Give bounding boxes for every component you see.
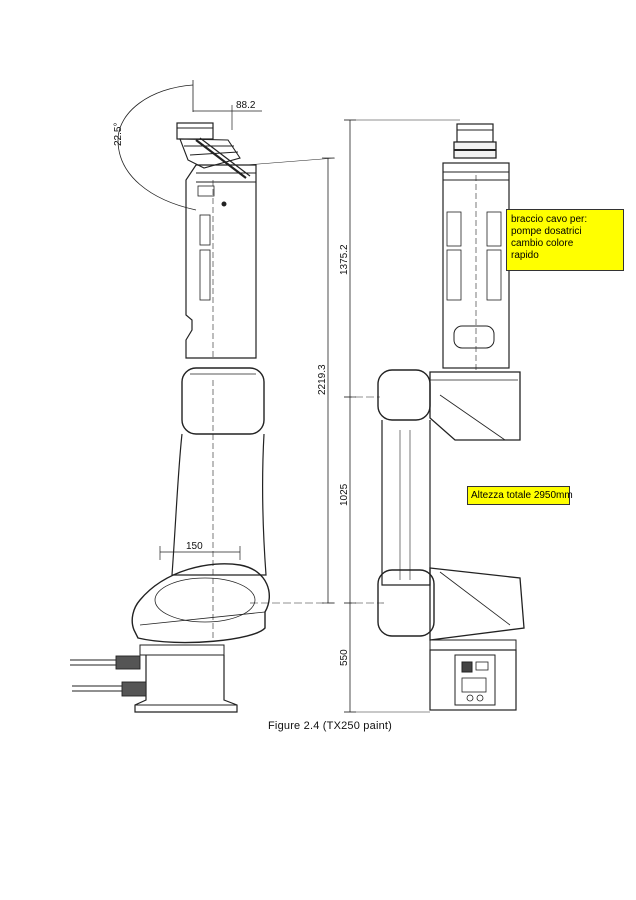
left-base bbox=[134, 644, 238, 713]
figure-caption: Figure 2.4 (TX250 paint) bbox=[268, 720, 393, 732]
dim-base-height: 550 bbox=[339, 649, 350, 666]
left-forearm bbox=[185, 164, 257, 360]
left-cables bbox=[70, 655, 147, 697]
left-view-robot bbox=[70, 80, 336, 713]
right-lower-arm bbox=[381, 420, 431, 586]
dim-base-offset: 150 bbox=[186, 541, 203, 552]
right-elbow bbox=[377, 369, 521, 441]
right-view-robot bbox=[344, 119, 525, 713]
dim-wrist-offset: 88.2 bbox=[236, 100, 256, 111]
left-shoulder bbox=[131, 563, 270, 644]
right-wrist bbox=[453, 123, 497, 159]
hollow-arm-note-line: rapido bbox=[511, 250, 539, 261]
dim-wrist-angle: 22.5° bbox=[113, 123, 124, 146]
wrist-swing-arc bbox=[117, 84, 197, 211]
dim-arm-length: 1025 bbox=[339, 483, 350, 506]
right-base bbox=[429, 639, 517, 711]
hollow-arm-note-line: cambio colore bbox=[511, 238, 574, 249]
hollow-arm-note-line: braccio cavo per: bbox=[511, 214, 588, 225]
hollow-arm-note-line: pompe dosatrici bbox=[511, 226, 582, 237]
left-lower-arm bbox=[171, 433, 267, 576]
left-wrist bbox=[176, 122, 251, 179]
total-height-note: Altezza totale 2950mm bbox=[467, 486, 573, 505]
dim-forearm-height: 1375.2 bbox=[339, 244, 350, 275]
left-elbow bbox=[181, 367, 265, 435]
dim-reach-height: 2219.3 bbox=[317, 364, 328, 395]
hollow-arm-note: braccio cavo per: pompe dosatrici cambio… bbox=[506, 209, 624, 271]
right-forearm bbox=[442, 162, 510, 370]
